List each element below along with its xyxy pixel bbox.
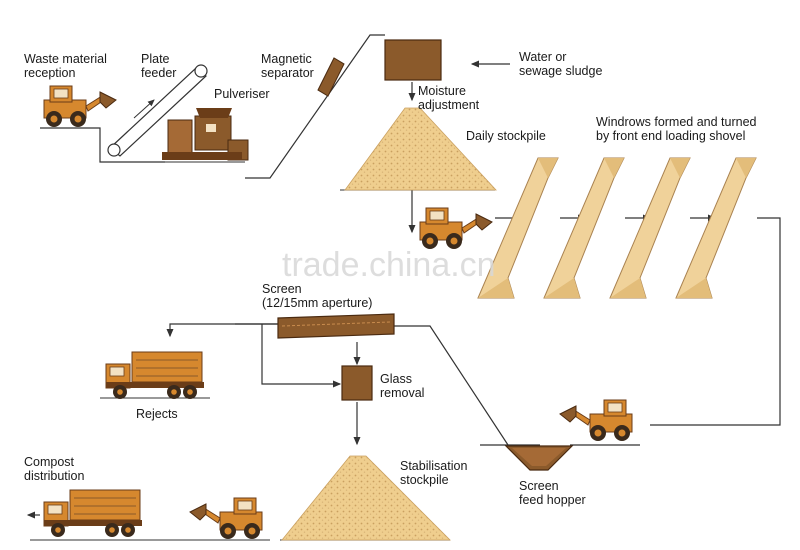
magnetic-separator: [317, 57, 345, 97]
label-windrows-2: by front end loading shovel: [596, 129, 745, 143]
label-windrows-1: Windrows formed and turned: [596, 115, 757, 129]
watermark: trade.china.cn: [282, 246, 496, 284]
labels: Waste material reception Plate feeder Pu…: [24, 50, 757, 507]
windrow-2: [543, 157, 625, 299]
label-pulveriser: Pulveriser: [214, 87, 270, 101]
label-moisture-2: adjustment: [418, 98, 480, 112]
label-compost-distribution-1: Compost: [24, 455, 75, 469]
label-stabilisation-2: stockpile: [400, 473, 449, 487]
label-plate-feeder-2: feeder: [141, 66, 176, 80]
label-compost-distribution-2: distribution: [24, 469, 84, 483]
label-plate-feeder-1: Plate: [141, 52, 170, 66]
label-screen-hopper-2: feed hopper: [519, 493, 586, 507]
label-water-sludge-2: sewage sludge: [519, 64, 602, 78]
moisture-adjustment-unit: [384, 39, 442, 81]
label-screen-1: Screen: [262, 282, 302, 296]
reception-loader-icon: [43, 85, 117, 128]
label-magnetic-separator-2: separator: [261, 66, 314, 80]
windrow-3: [609, 157, 691, 299]
distribution-truck-icon: [43, 489, 143, 538]
label-water-sludge-1: Water or: [519, 50, 566, 64]
glass-removal-unit: [341, 365, 373, 401]
screen-unit: [277, 313, 395, 339]
stabilisation-stockpile: [281, 455, 451, 541]
label-screen-hopper-1: Screen: [519, 479, 559, 493]
screen-feed-hopper: [504, 445, 574, 471]
label-daily-stockpile: Daily stockpile: [466, 129, 546, 143]
windrow-4: [675, 157, 757, 299]
daily-stockpile: [344, 107, 497, 191]
rejects-truck-icon: [105, 351, 205, 400]
label-rejects: Rejects: [136, 407, 178, 421]
hopper-loader-icon: [559, 399, 633, 442]
label-glass-removal-2: removal: [380, 386, 424, 400]
flow-lines: [26, 34, 781, 519]
label-moisture-1: Moisture: [418, 84, 466, 98]
stabilisation-loader-icon: [189, 497, 263, 540]
label-stabilisation-1: Stabilisation: [400, 459, 467, 473]
label-glass-removal-1: Glass: [380, 372, 412, 386]
label-waste-reception-2: reception: [24, 66, 75, 80]
plate-feeder-conveyor: [107, 64, 208, 157]
pulveriser-machine: [162, 108, 249, 161]
label-waste-reception-1: Waste material: [24, 52, 107, 66]
stockpile-loader-icon: [419, 207, 493, 250]
label-screen-2: (12/15mm aperture): [262, 296, 372, 310]
label-magnetic-separator-1: Magnetic: [261, 52, 312, 66]
